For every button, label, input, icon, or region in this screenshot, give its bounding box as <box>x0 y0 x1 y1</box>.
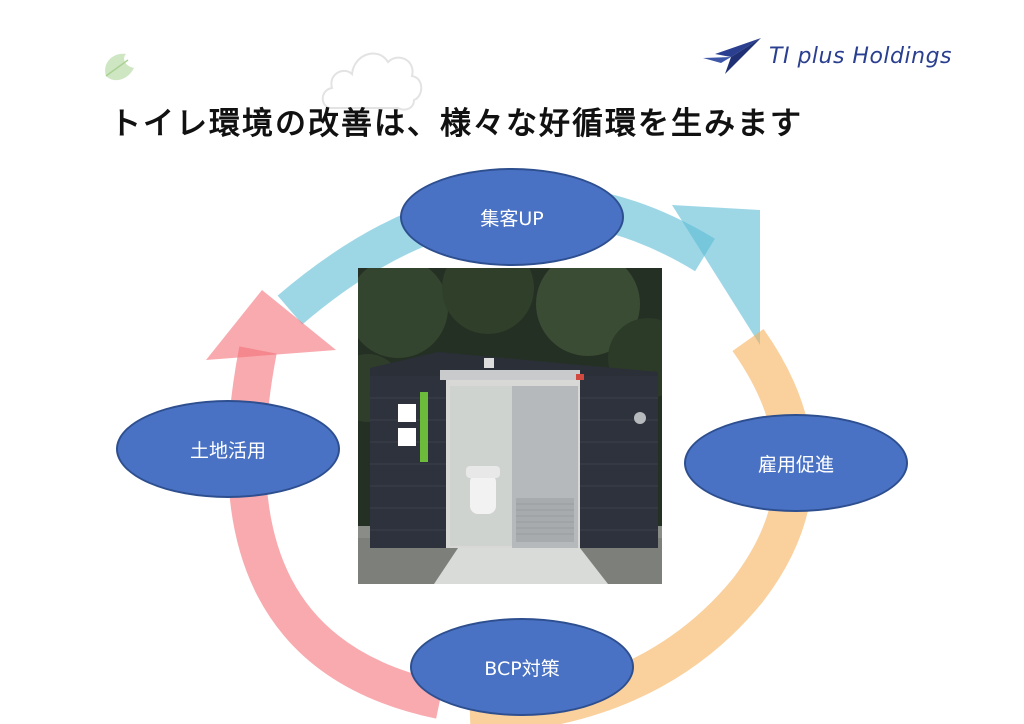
brand-name: TI plus Holdings <box>769 43 952 69</box>
cycle-arrowhead-pink <box>206 290 336 360</box>
brand-logo: TI plus Holdings <box>701 36 952 76</box>
cycle-arrowhead-teal <box>672 205 760 345</box>
node-land-utilization: 土地活用 <box>116 400 340 498</box>
cloud-decoration-icon <box>321 52 423 111</box>
leaf-decoration-icon <box>105 53 134 81</box>
node-employment-promotion: 雇用促進 <box>684 414 908 512</box>
toilet-unit-photo <box>358 268 662 584</box>
node-bcp-measures: BCP対策 <box>410 618 634 716</box>
node-customer-attraction: 集客UP <box>400 168 624 266</box>
page-title: トイレ環境の改善は、様々な好循環を生みます <box>110 106 803 142</box>
star-logo-icon <box>703 38 762 74</box>
